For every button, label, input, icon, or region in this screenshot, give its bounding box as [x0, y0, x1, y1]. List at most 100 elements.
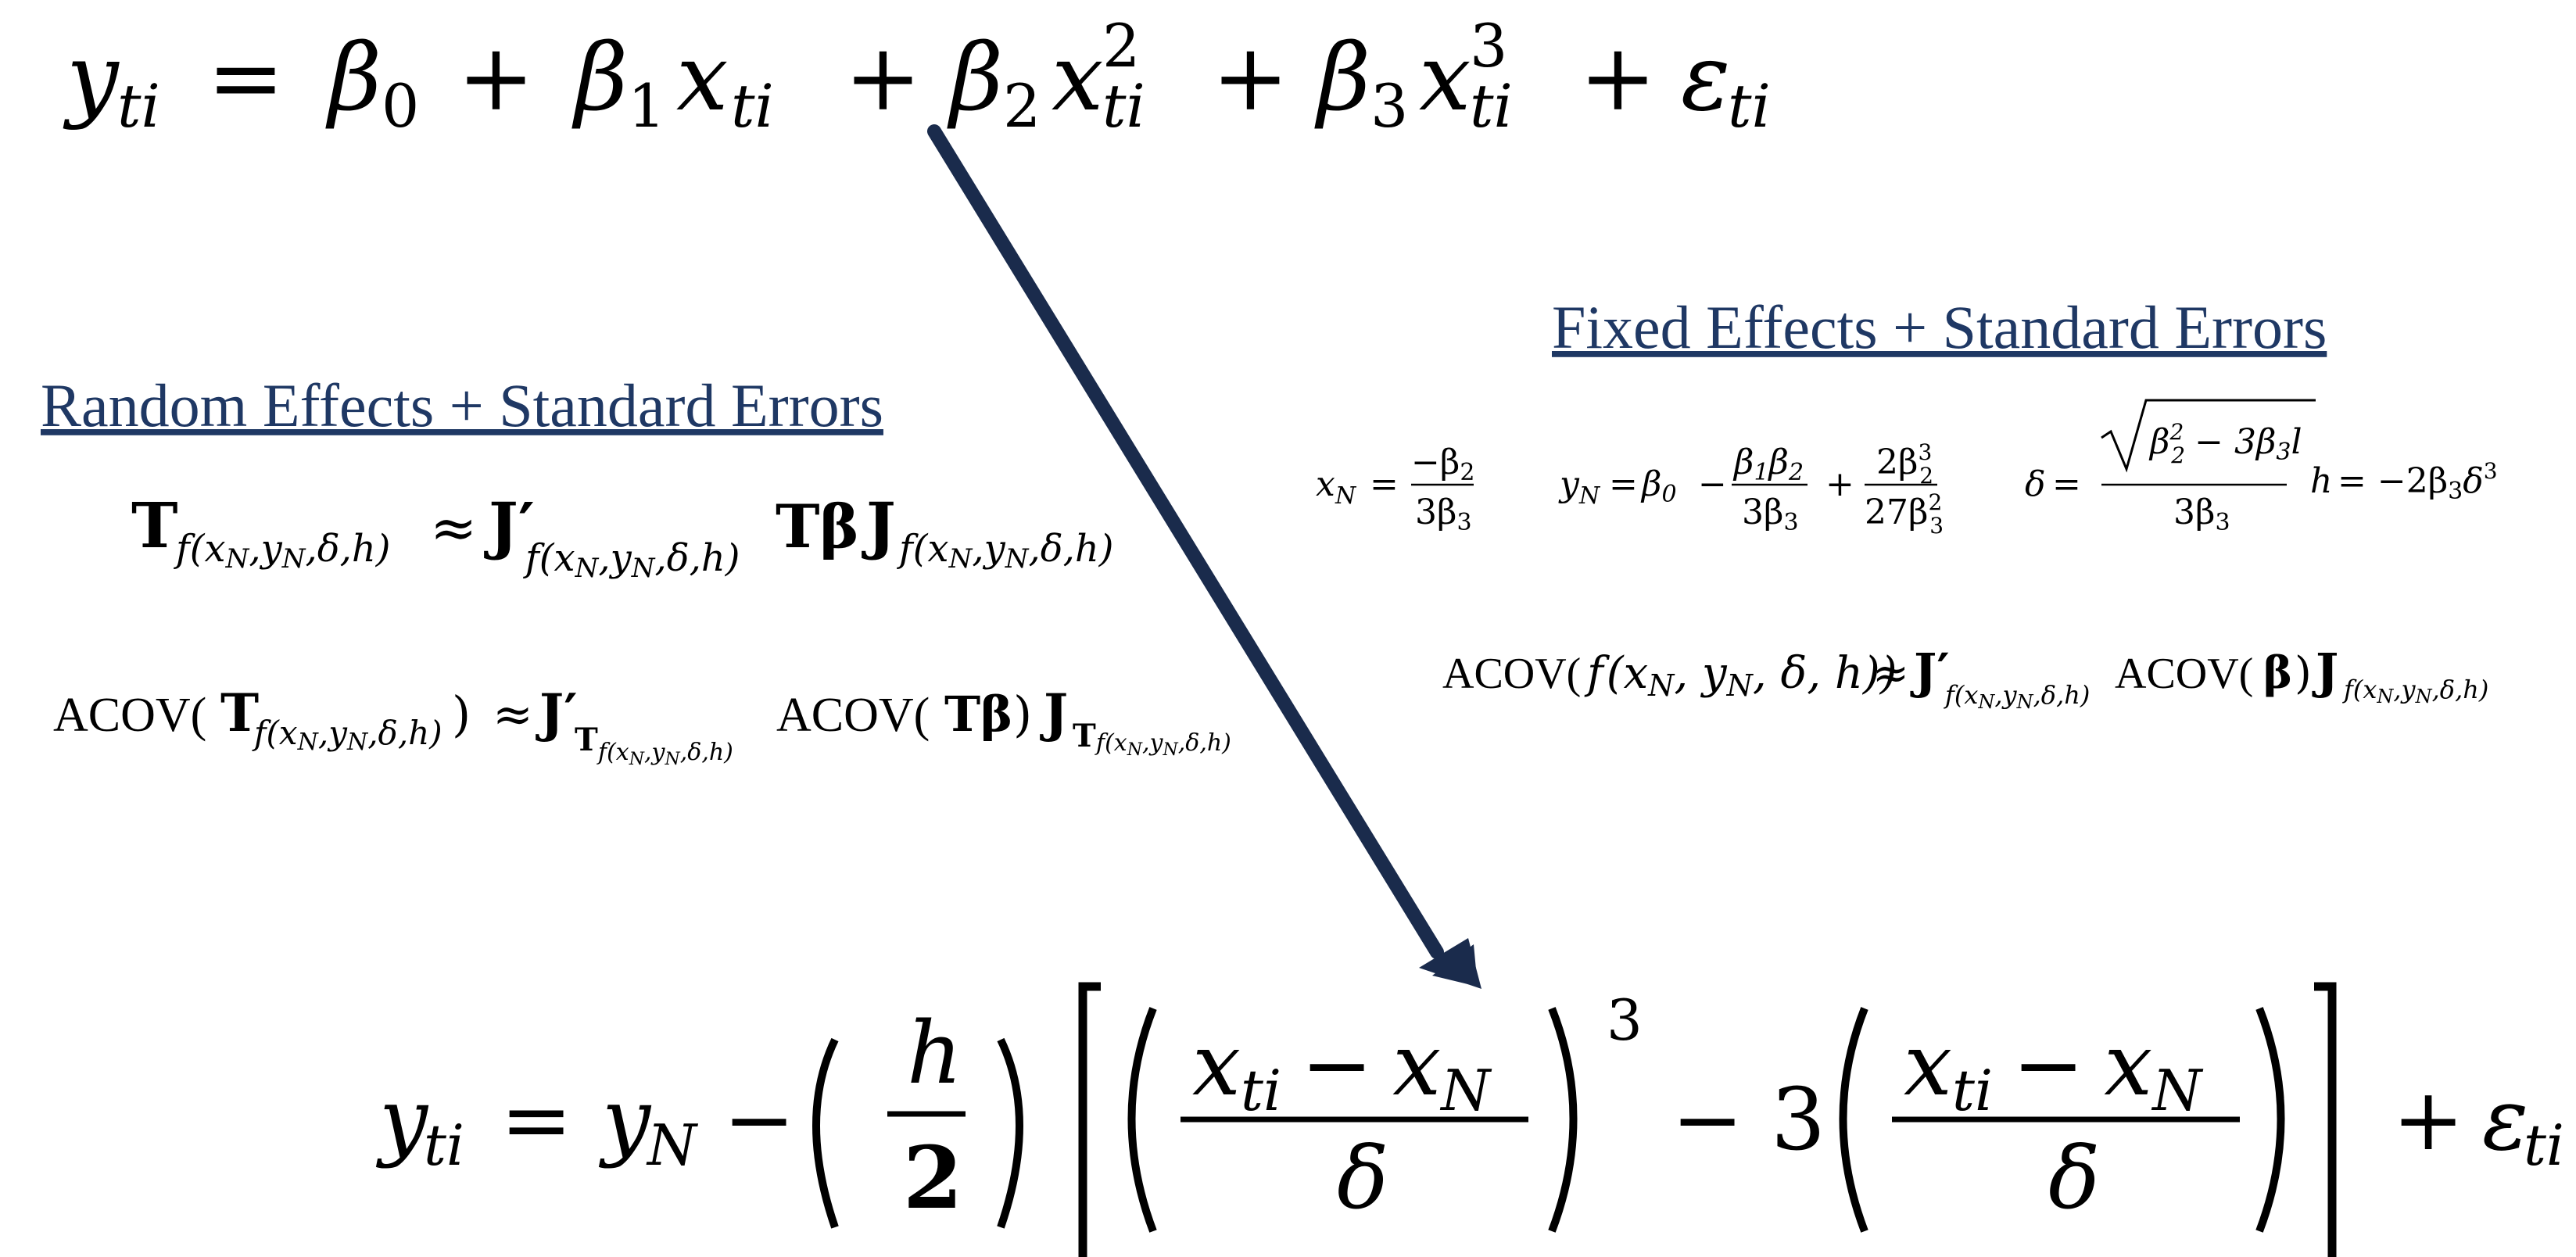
re-acov-equation: ACOV( T f(xN,yN,δ,h) ) ≈ J′ T f(xN,yN,δ,… — [53, 682, 1231, 769]
re-acov-T-sub: f(xN,yN,δ,h) — [252, 714, 442, 756]
top-model-equation: y ti = β 0 + β 1 x ti + β 2 x 2 ti + β 3… — [63, 11, 1771, 141]
re-acov-T: T — [220, 682, 259, 743]
top-beta0: β — [325, 23, 382, 131]
bot-equals: = — [500, 1069, 572, 1169]
bot-minus-three: − 3 — [1671, 1069, 1825, 1169]
bot-lhs-sub: ti — [424, 1112, 464, 1178]
fe-acov-beta: β — [2263, 647, 2292, 699]
re-acov-J: J — [1040, 682, 1068, 743]
top-beta1-sub: 1 — [628, 71, 665, 141]
top-beta0-sub: 0 — [382, 71, 419, 141]
fe-acov-J: J — [2312, 643, 2338, 700]
bot-num-1: xti−xN — [1192, 1015, 1492, 1123]
top-beta2-sub: 2 — [1003, 71, 1041, 141]
re-J: J — [862, 489, 896, 562]
top-plus-2: + — [844, 23, 922, 131]
re-acov-J-sub-T: T — [575, 722, 598, 758]
bottom-model-equation: y ti = y N − h 2 xti−xN δ 3 − 3 xti−xN δ… — [375, 982, 2564, 1257]
re-acov-J2-sub-args: f(xN,yN,δ,h) — [1095, 729, 1231, 760]
fe-delta-equals: = — [2052, 464, 2081, 504]
bot-delta-1: δ — [1337, 1128, 1388, 1228]
fe-xN-lhs: x — [1316, 464, 1335, 504]
bot-paren-right-3 — [2255, 1007, 2285, 1233]
bot-epsilon-sub: ti — [2524, 1112, 2564, 1178]
top-beta3-sub: 3 — [1370, 71, 1408, 141]
top-x3-sup: 3 — [1470, 11, 1507, 81]
top-x3: x — [1419, 23, 1471, 131]
fe-yN-lhs-sub: N — [1578, 482, 1601, 510]
fe-xN-lhs-sub: N — [1335, 482, 1357, 510]
top-x2-sub: ti — [1102, 71, 1145, 141]
fe-yN-beta0: β0 — [1640, 464, 1677, 508]
fe-acov-label: ACOV( — [1442, 650, 1581, 698]
re-T: T — [131, 489, 178, 562]
re-acov-label-2: ACOV( — [776, 689, 930, 742]
bot-bracket-right — [2314, 982, 2337, 1257]
bot-paren-left-1 — [812, 1037, 839, 1229]
fe-yN-den1: 3β3 — [1742, 492, 1799, 536]
fe-acov-equation: ACOV( f(xN, yN, δ, h)) ≈ J′ f(xN,yN,δ,h)… — [1442, 643, 2488, 713]
bot-delta-2: δ — [2048, 1128, 2100, 1228]
top-x1: x — [676, 23, 729, 131]
fe-yN-num1: β1β2 — [1732, 442, 1804, 486]
bot-minus: − — [723, 1069, 795, 1169]
re-J-sub: f(xN,yN,δ,h) — [523, 536, 740, 584]
re-acov-label: ACOV( — [53, 689, 206, 742]
arrow-head-fill — [1419, 938, 1481, 989]
bot-h: h — [907, 1003, 962, 1103]
top-x2-sup: 2 — [1102, 11, 1140, 81]
fe-acov-J2-sub: f(xN,yN,δ,h) — [2342, 675, 2488, 707]
bot-two: 2 — [903, 1127, 963, 1228]
top-equals: = — [207, 23, 285, 131]
top-x2: x — [1052, 23, 1104, 131]
fe-delta-lhs: δ — [2025, 464, 2046, 504]
re-T-sub: f(xN,yN,δ,h) — [174, 527, 391, 575]
fe-delta-radical — [2101, 399, 2316, 473]
fe-yN-equals: = — [1609, 464, 1638, 504]
bot-lhs-y: y — [375, 1069, 429, 1169]
fe-acov-label-2: ACOV( — [2115, 650, 2253, 698]
bot-num-2: xti−xN — [1904, 1015, 2204, 1123]
fe-acov-approx: ≈ — [1872, 648, 1909, 699]
bot-yN-sub: N — [646, 1112, 699, 1178]
fe-xN-denominator: 3β3 — [1415, 492, 1472, 536]
fe-h-rhs: = −2β3δ3 — [2338, 458, 2498, 505]
top-plus-3: + — [1212, 23, 1289, 131]
fe-acov-J-sub: f(xN,yN,δ,h) — [1944, 680, 2090, 713]
fe-yN-minus: − — [1698, 464, 1727, 504]
fe-yN-plus: + — [1825, 464, 1854, 504]
bot-paren-right-1 — [997, 1037, 1023, 1229]
re-acov-J-sub-args: f(xN,yN,δ,h) — [597, 739, 733, 769]
re-J-prime: J′ — [484, 489, 535, 562]
bot-epsilon: ε — [2482, 1069, 2528, 1169]
bot-paren-right-2 — [1548, 1007, 1578, 1233]
arrow-shaft — [927, 124, 1444, 959]
top-x3-sub: ti — [1470, 71, 1513, 141]
fe-xN-equation: x N = −β2 3β3 — [1316, 442, 1474, 536]
fe-acov-J-prime: J′ — [1910, 643, 1950, 700]
top-epsilon-sub: ti — [1728, 71, 1771, 141]
bot-paren-left-2 — [1127, 1007, 1157, 1233]
top-plus-1: + — [457, 23, 535, 131]
bot-paren-left-3 — [1839, 1007, 1868, 1233]
re-J2-sub: f(xN,yN,δ,h) — [897, 527, 1114, 575]
top-beta1: β — [571, 23, 628, 131]
fe-xN-equals: = — [1370, 464, 1399, 504]
bot-plus: + — [2392, 1069, 2464, 1169]
top-lhs-y: y — [63, 23, 120, 131]
fe-acov-close: ) — [2295, 648, 2312, 699]
re-acov-T-beta: Tβ — [944, 686, 1012, 743]
top-beta3: β — [1314, 23, 1370, 131]
heading-fixed-effects: Fixed Effects + Standard Errors — [1552, 293, 2327, 361]
transformation-arrow — [927, 124, 1481, 989]
fe-yN-lhs: y — [1558, 464, 1580, 504]
re-acov-close-2: ) — [1013, 686, 1032, 743]
top-beta2: β — [947, 23, 1003, 131]
re-acov-close: ) — [452, 686, 471, 743]
